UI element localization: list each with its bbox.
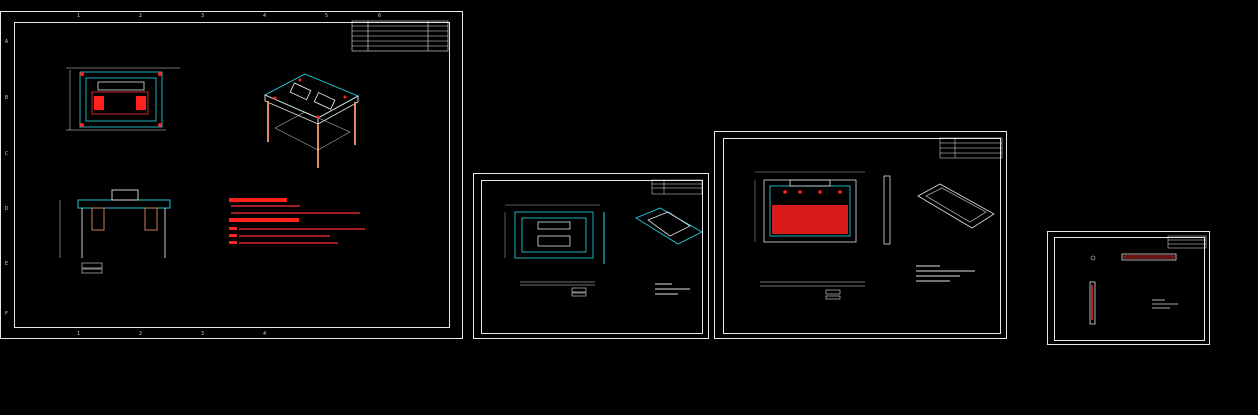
sheet-3-inner-frame: [723, 138, 1001, 334]
perforated-side-view: [883, 175, 891, 245]
zone-label-left-b: B: [5, 95, 9, 101]
strip-top-view: [1121, 253, 1177, 261]
zone-label-left-f: F: [5, 311, 9, 317]
sheet-2-title-block: [651, 179, 703, 195]
perforated-iso-view: [917, 183, 995, 229]
perforated-section: [760, 281, 865, 300]
zone-label-left-c: C: [5, 151, 9, 157]
zone-label-top-5: 5: [325, 13, 329, 19]
zone-label-bottom-3: 3: [201, 331, 205, 337]
plate-section: [520, 281, 595, 297]
zone-label-left-a: A: [5, 39, 9, 45]
drawing-sheet-4[interactable]: [1047, 231, 1210, 345]
iso-assembly: [263, 73, 360, 168]
top-view: [66, 67, 180, 131]
zone-label-top-6: 6: [378, 13, 382, 19]
sheet-2-inner-frame: [481, 180, 703, 334]
sheet-2-notes: [655, 283, 690, 295]
iso-red-marks: [273, 78, 347, 119]
drawing-sheet-2[interactable]: [473, 173, 709, 339]
strip-hole: [1090, 255, 1096, 261]
sheet-3-title-block: [939, 137, 1003, 159]
front-view: [59, 189, 171, 258]
perforated-plate-top: [754, 171, 865, 243]
technical-notes-lines: [231, 205, 365, 244]
strip-side-view: [1089, 281, 1096, 325]
zone-label-bottom-4: 4: [263, 331, 267, 337]
title-block: [351, 20, 449, 52]
zone-label-bottom-2: 2: [139, 331, 143, 337]
zone-label-left-d: D: [5, 206, 9, 212]
sheet-3-notes: [916, 265, 975, 282]
plate-iso-view: [635, 207, 703, 245]
front-view-label: [81, 262, 103, 274]
drawing-sheet-3[interactable]: [714, 131, 1007, 339]
zone-label-bottom-1: 1: [77, 331, 81, 337]
zone-label-left-e: E: [5, 261, 9, 267]
drawing-sheet-1[interactable]: [0, 11, 463, 339]
zone-label-top-4: 4: [263, 13, 267, 19]
zone-label-top-1: 1: [77, 13, 81, 19]
plate-top-view: [504, 204, 600, 259]
sheet-4-notes: [1152, 299, 1178, 309]
perforation-field: [772, 190, 848, 234]
zone-label-top-2: 2: [139, 13, 143, 19]
technical-notes: [229, 198, 299, 244]
sheet-4-title-block: [1167, 235, 1207, 249]
top-view-red-marks: [80, 72, 162, 127]
sheet-4-inner-frame: [1054, 237, 1205, 341]
sheet-1-inner-frame: [14, 22, 450, 328]
zone-label-top-3: 3: [201, 13, 205, 19]
